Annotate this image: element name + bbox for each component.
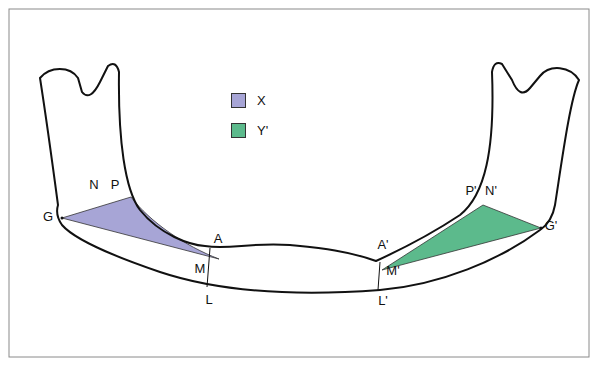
- point-label: A: [214, 232, 223, 245]
- mandible-outline: [40, 63, 579, 293]
- triangle-x: [62, 197, 219, 259]
- legend-row: Y': [231, 122, 268, 138]
- legend: X Y': [231, 92, 268, 152]
- section-line: [207, 248, 210, 287]
- legend-text: X: [257, 93, 266, 108]
- legend-text: Y': [257, 123, 268, 138]
- point-label: G: [43, 210, 53, 223]
- point-label: M': [386, 264, 399, 277]
- section-line: [378, 262, 380, 290]
- point: [540, 227, 543, 230]
- point-label: L': [378, 294, 388, 307]
- legend-swatch: [231, 93, 246, 108]
- frame: [9, 9, 589, 357]
- point-label: N': [485, 184, 497, 197]
- point-label: P: [111, 178, 120, 191]
- legend-swatch: [231, 123, 246, 138]
- point-label: A': [377, 238, 388, 251]
- point-label: L: [205, 293, 212, 306]
- point-label: N: [89, 178, 98, 191]
- point-label: P': [465, 184, 476, 197]
- point-label: G': [545, 219, 558, 232]
- legend-row: X: [231, 92, 268, 108]
- point: [61, 217, 64, 220]
- point-label: M: [195, 262, 206, 275]
